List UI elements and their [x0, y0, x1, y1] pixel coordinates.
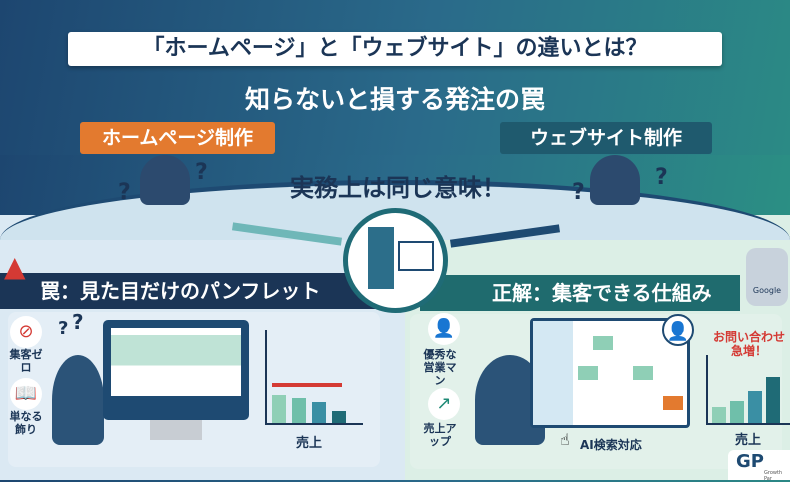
y-axis — [706, 355, 708, 425]
prohibited-icon: ⊘ — [10, 316, 42, 348]
building-icon — [368, 227, 394, 289]
item-label: 売上アップ — [423, 422, 457, 448]
homepage-label: ホームページ制作 — [80, 122, 275, 154]
sales-bars-up — [712, 375, 790, 423]
y-axis — [265, 330, 267, 425]
bar — [712, 407, 726, 423]
question-mark-icon: ? — [72, 310, 84, 334]
monitor-pamphlet-site — [103, 320, 249, 420]
pointer-hand-icon: ☝ — [560, 430, 570, 449]
chart-label: 売上 — [735, 433, 762, 448]
sales-bars-down — [272, 380, 352, 423]
bar — [730, 401, 744, 423]
same-meaning-text: 実務上は同じ意味！ — [290, 174, 506, 202]
x-axis — [706, 423, 790, 425]
question-mark-icon: ? — [195, 160, 208, 185]
item-label: 集客ゼロ — [9, 348, 43, 374]
trap-heading: 罠：見た目だけのパンフレット — [0, 273, 392, 309]
page-title: 「ホームページ」と「ウェブサイト」の違いとは？ — [68, 32, 722, 66]
bar — [332, 411, 346, 423]
chart-label: 売上 — [296, 436, 323, 451]
question-mark-icon: ? — [655, 165, 668, 190]
building-circle — [343, 208, 448, 313]
inquiry-callout: お問い合わせ急増！ — [712, 330, 785, 358]
trend-up-icon: ↗ — [428, 388, 460, 420]
book-icon: 📖 — [10, 378, 42, 410]
ai-search-caption: AI検索対応 — [580, 438, 642, 452]
page-subtitle: 知らないと損する発注の罠 — [244, 85, 545, 114]
x-axis — [265, 423, 363, 425]
question-mark-icon: ? — [58, 318, 69, 339]
bar — [766, 377, 780, 423]
website-label: ウェブサイト制作 — [500, 122, 712, 154]
web-page-icon — [398, 241, 434, 271]
question-mark-icon: ? — [572, 180, 585, 205]
item-label: 単なる飾り — [9, 410, 43, 436]
person-thinking — [52, 355, 104, 445]
item-label: 優秀な営業マン — [423, 348, 457, 387]
bar — [272, 395, 286, 423]
question-mark-icon: ? — [118, 180, 131, 205]
down-arrow-icon — [272, 383, 342, 387]
salesperson-icon: 👤 — [428, 313, 460, 345]
solution-heading: 正解：集客できる仕組み — [420, 275, 740, 311]
user-icon: 👤 — [662, 314, 694, 346]
bar — [312, 402, 326, 423]
bar — [748, 391, 762, 423]
logo-text: GP — [736, 451, 764, 472]
confused-person-left — [140, 155, 190, 205]
bar — [292, 398, 306, 423]
confused-person-right — [590, 155, 640, 205]
warning-icon: ▲ — [4, 250, 26, 283]
monitor-stand — [150, 420, 202, 440]
logo: GP Growth Par — [728, 450, 790, 482]
robot-icon: Google — [746, 248, 788, 306]
logo-tagline: Growth Par — [764, 470, 783, 482]
